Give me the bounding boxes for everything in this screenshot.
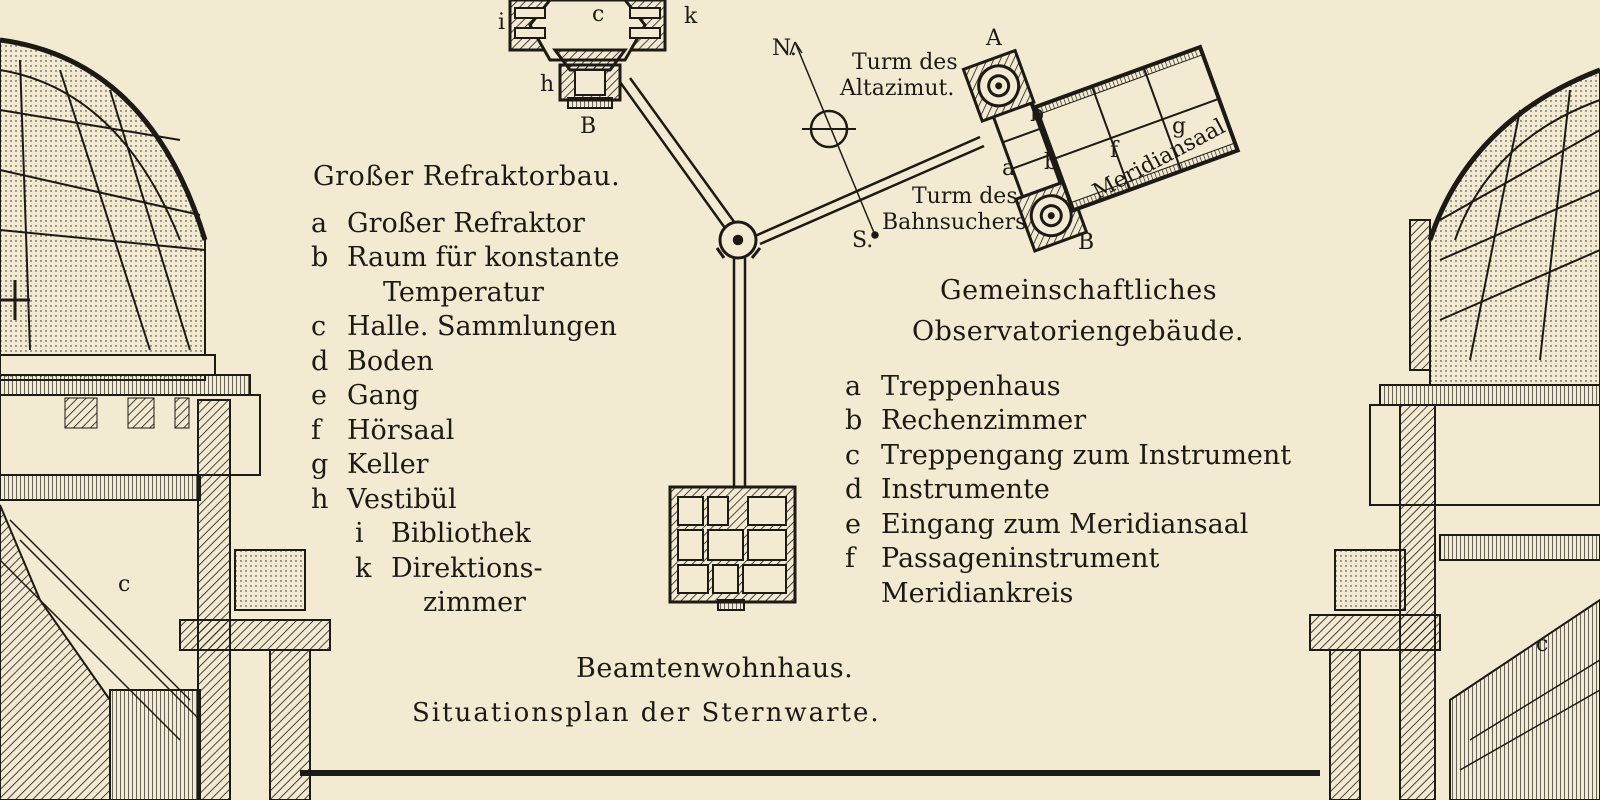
- letter-i: i: [498, 10, 506, 35]
- right-dome-section: [1309, 67, 1600, 800]
- letter-B-obs: B: [1078, 230, 1095, 255]
- turm-altazimut-label-1: Turm des: [852, 50, 958, 75]
- refraktor-title: Großer Refraktorbau.: [313, 161, 621, 192]
- letter-k: k: [684, 4, 698, 29]
- letter-A: A: [986, 26, 1002, 51]
- letter-c: c: [592, 2, 605, 27]
- observatorien-building-plan: [961, 44, 1241, 253]
- connecting-corridors: [618, 77, 985, 487]
- letter-b-obs-2: b: [1044, 150, 1059, 175]
- letter-b-obs-1: b: [1030, 102, 1045, 127]
- side-c-right: c: [1536, 632, 1549, 657]
- left-dome-section: [0, 37, 331, 800]
- turm-altazimut-label-2: Altazimut.: [840, 76, 955, 101]
- legend-item: Meridiankreis: [881, 577, 1074, 609]
- legend-item: Temperatur: [383, 276, 544, 308]
- plate-border-line: [300, 770, 1320, 776]
- north-label: N.: [772, 36, 797, 61]
- legend-item: zimmer: [423, 587, 526, 619]
- beamtenwohnhaus-caption: Beamtenwohnhaus.: [576, 653, 854, 684]
- turm-bahnsucher-label-2: Bahnsuchers: [882, 210, 1027, 235]
- letter-f-obs: f: [1110, 138, 1119, 163]
- letter-g-obs: g: [1172, 114, 1187, 139]
- turm-bahnsucher-label-1: Turm des: [912, 184, 1018, 209]
- south-label: S.: [852, 228, 874, 253]
- beamtenwohnhaus-plan: [668, 485, 797, 611]
- situationsplan-caption: Situationsplan der Sternwarte.: [412, 698, 881, 728]
- letter-a-obs: a: [1002, 156, 1016, 181]
- letter-B-ref: B: [580, 114, 597, 139]
- letter-h: h: [540, 72, 555, 97]
- compass-needle: [789, 41, 879, 239]
- observatorien-title-line1: Gemeinschaftliches: [940, 275, 1218, 306]
- observatorien-title-line2: Observatoriengebäude.: [912, 316, 1244, 347]
- side-c-left: c: [118, 572, 131, 597]
- refraktor-building-plan: [508, 0, 667, 109]
